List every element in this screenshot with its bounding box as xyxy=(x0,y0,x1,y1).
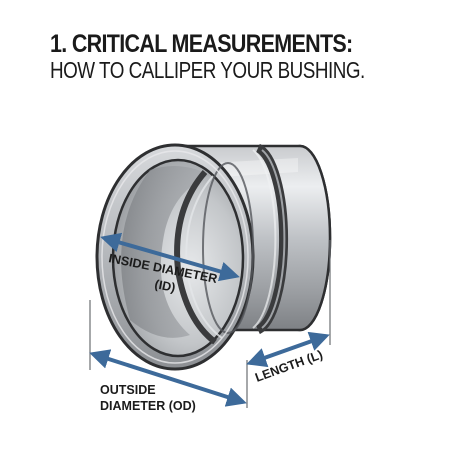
page-subtitle: HOW TO CALLIPER YOUR BUSHING. xyxy=(50,57,365,83)
outside-diameter-arrow xyxy=(89,349,247,407)
inside-diameter-label-line2: (ID) xyxy=(153,277,176,295)
inside-diameter-arrow xyxy=(100,232,240,282)
length-arrow xyxy=(246,331,330,368)
outside-diameter-label-line1: OUTSIDE xyxy=(100,383,156,397)
length-label: LENGTH (L) xyxy=(253,347,324,384)
page-title: 1. CRITICAL MEASUREMENTS: xyxy=(50,30,353,58)
outside-diameter-label-line2: DIAMETER (OD) xyxy=(100,399,196,413)
